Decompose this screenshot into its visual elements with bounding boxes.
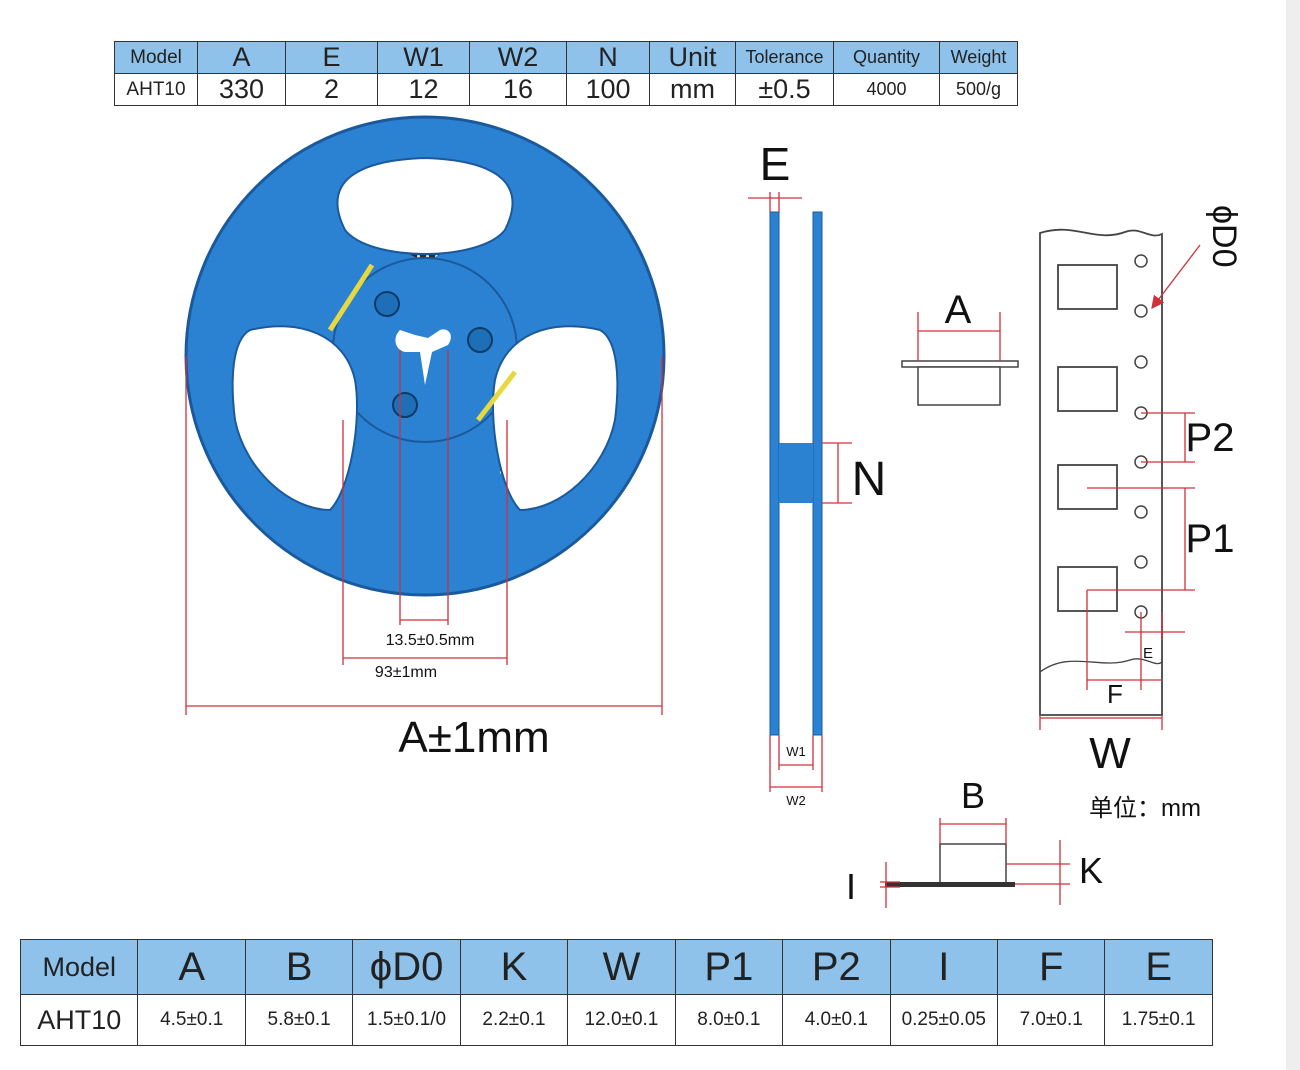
tape-spec-header-row: Model A B ϕD0 K W P1 P2 I F E xyxy=(19,939,1213,995)
tape-val-b: 5.8±0.1 xyxy=(244,994,354,1046)
component-label-I: I xyxy=(846,866,856,907)
component-label-K: K xyxy=(1079,850,1103,891)
pocket-label-A: A xyxy=(945,288,972,332)
pocket-section: A xyxy=(901,288,1019,406)
reel-val-a: 330 xyxy=(197,73,286,106)
tape-hdr-d0: ϕD0 xyxy=(352,939,461,995)
tape-pocket-3 xyxy=(1057,464,1118,510)
tape-hdr-model: Model xyxy=(19,939,139,995)
reel-val-quantity: 4000 xyxy=(833,73,940,106)
tape-val-i: 0.25±0.05 xyxy=(889,994,998,1046)
tape-hdr-b: B xyxy=(244,939,354,995)
reel-val-n: 100 xyxy=(566,73,650,106)
tape-label-P1: P1 xyxy=(1186,517,1235,561)
side-label-N: N xyxy=(852,453,887,506)
page-edge xyxy=(1286,0,1300,1070)
tape-hdr-p1: P1 xyxy=(674,939,784,995)
core-dimension-label: 93±1mm xyxy=(375,664,437,681)
reel-front-view: 13.5±0.5mm 93±1mm A±1mm xyxy=(184,115,666,762)
tape-hdr-i: I xyxy=(889,939,998,995)
tape-label-E: E xyxy=(1143,645,1153,662)
tape-val-p1: 8.0±0.1 xyxy=(674,994,784,1046)
component-label-B: B xyxy=(961,775,985,816)
hub-hole-right xyxy=(467,327,493,353)
reel-hdr-a: A xyxy=(197,41,286,74)
tape-val-e: 1.75±0.1 xyxy=(1104,994,1213,1046)
tape-hdr-k: K xyxy=(459,939,569,995)
reel-hdr-n: N xyxy=(566,41,650,74)
tape-spec-table: Model A B ϕD0 K W P1 P2 I F E AHT10 4.5±… xyxy=(19,939,1213,1046)
side-label-E: E xyxy=(760,138,791,190)
reel-window-right xyxy=(492,325,619,512)
reel-val-unit: mm xyxy=(649,73,736,106)
tape-val-w: 12.0±0.1 xyxy=(567,994,676,1046)
reel-hdr-quantity: Quantity xyxy=(833,41,940,74)
side-flange-left xyxy=(769,211,780,736)
reel-hdr-model: Model xyxy=(114,41,198,74)
reel-side-view: E N W1 W2 xyxy=(748,138,886,808)
reel-window-top xyxy=(336,156,514,255)
reel-front-dimensions xyxy=(185,350,663,715)
reel-val-model: AHT10 xyxy=(114,73,198,106)
tape-label-D0: ϕD0 xyxy=(1205,205,1243,268)
tape-hdr-w: W xyxy=(567,939,676,995)
side-label-W1: W1 xyxy=(786,744,806,759)
tape-label-P2: P2 xyxy=(1186,416,1235,460)
tape-val-f: 7.0±0.1 xyxy=(996,994,1106,1046)
tape-pocket-2 xyxy=(1057,366,1118,412)
tape-marker-2 xyxy=(476,370,517,422)
hub-hole-bottom xyxy=(392,392,418,418)
side-flange-right xyxy=(812,211,823,736)
hub-dimension-label: 13.5±0.5mm xyxy=(386,632,475,649)
unit-note: 单位：mm xyxy=(1089,795,1201,822)
reel-hdr-w1: W1 xyxy=(377,41,470,74)
reel-val-w2: 16 xyxy=(469,73,567,106)
carrier-tape: ϕD0 P2 P1 E F W 单位：mm xyxy=(1039,205,1243,822)
reel-hdr-tolerance: Tolerance xyxy=(735,41,834,74)
reel-hdr-weight: Weight xyxy=(939,41,1018,74)
reel-window-left xyxy=(231,325,358,512)
tape-pocket-1 xyxy=(1057,264,1118,310)
tape-label-F: F xyxy=(1107,679,1123,709)
diameter-dimension-label: A±1mm xyxy=(398,713,549,762)
side-label-W2: W2 xyxy=(786,793,806,808)
hub-center-key xyxy=(395,329,451,385)
tape-hdr-p2: P2 xyxy=(782,939,891,995)
reel-hdr-e: E xyxy=(285,41,378,74)
reel-spec-table: Model A E W1 W2 N Unit Tolerance Quantit… xyxy=(114,41,1018,106)
tape-hdr-a: A xyxy=(137,939,246,995)
tape-val-p2: 4.0±0.1 xyxy=(782,994,891,1046)
reel-hdr-unit: Unit xyxy=(649,41,736,74)
reel-spec-header-row: Model A E W1 W2 N Unit Tolerance Quantit… xyxy=(114,41,1018,74)
side-hub xyxy=(779,443,813,503)
tape-hdr-e: E xyxy=(1104,939,1213,995)
reel-hdr-w2: W2 xyxy=(469,41,567,74)
tape-label-W: W xyxy=(1089,729,1131,778)
component-view: B K I xyxy=(846,775,1103,908)
reel-val-e: 2 xyxy=(285,73,378,106)
reel-val-tolerance: ±0.5 xyxy=(735,73,834,106)
tape-val-d0: 1.5±0.1/0 xyxy=(352,994,461,1046)
tape-hdr-f: F xyxy=(996,939,1106,995)
tape-val-k: 2.2±0.1 xyxy=(459,994,569,1046)
reel-val-w1: 12 xyxy=(377,73,470,106)
tape-marker-1 xyxy=(327,263,375,332)
tape-spec-value-row: AHT10 4.5±0.1 5.8±0.1 1.5±0.1/0 2.2±0.1 … xyxy=(19,994,1213,1046)
reel-spec-value-row: AHT10 330 2 12 16 100 mm ±0.5 4000 500/g xyxy=(114,73,1018,106)
tape-val-a: 4.5±0.1 xyxy=(137,994,246,1046)
tape-val-model: AHT10 xyxy=(19,994,139,1046)
reel-val-weight: 500/g xyxy=(939,73,1018,106)
hub-hole-top xyxy=(374,291,400,317)
